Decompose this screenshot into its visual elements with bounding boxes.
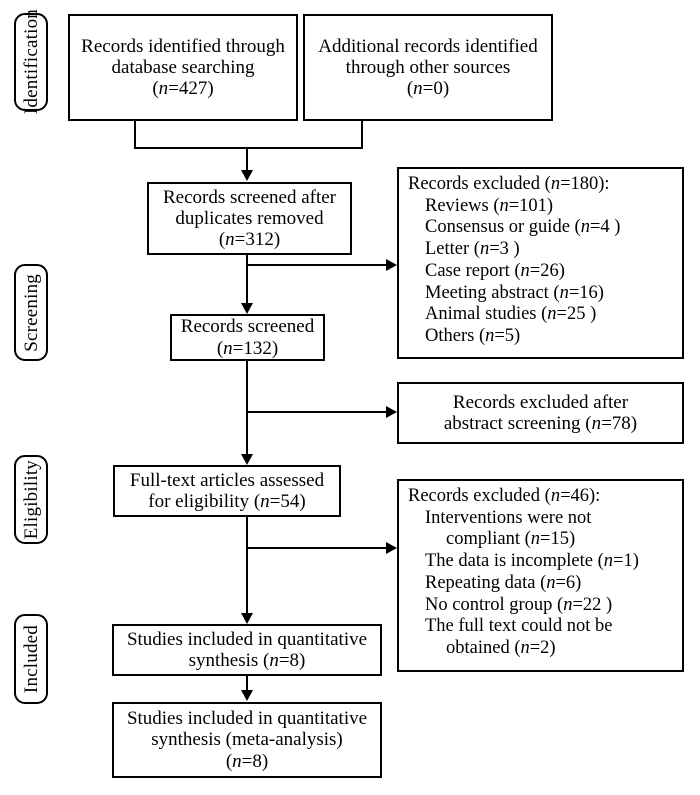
arrow-to-studies-included (241, 613, 253, 624)
box-count: (n=8) (225, 750, 269, 772)
box-line: Studies included in quantitative (126, 708, 368, 730)
excluded-screening-item: Reviews (n=101) (425, 195, 554, 216)
box-records-excluded-screening: Records excluded (n=180): Reviews (n=101… (397, 167, 684, 359)
box-line: Records screened after (162, 186, 336, 208)
excluded-screening-item: Consensus or guide (n=4 ) (425, 217, 621, 238)
excluded-screening-header: Records excluded (n=180): (408, 174, 610, 194)
connector-fulltext-down (246, 517, 248, 617)
connector-merge-to-duplicates (246, 147, 248, 172)
stage-label-eligibility-text: Eligibility (20, 459, 42, 540)
excluded-screening-item: Animal studies (n=25 ) (425, 304, 597, 325)
arrow-to-excluded-screening (386, 259, 397, 271)
excluded-screening-item: Letter (n=3 ) (425, 239, 520, 260)
connector-to-excluded-abstract (246, 411, 388, 413)
excluded-fulltext-item: The full text could not be (425, 616, 613, 637)
box-line: Records excluded after (452, 391, 629, 413)
stage-label-eligibility: Eligibility (14, 455, 48, 544)
box-line: abstract screening (n=78) (443, 413, 638, 434)
stage-label-identification-text: Identification (20, 9, 42, 115)
box-line: database searching (111, 56, 255, 78)
arrow-to-records-screened (241, 303, 253, 314)
stage-label-included-text: Included (20, 624, 42, 694)
box-studies-included-meta-analysis: Studies included in quantitative synthes… (112, 702, 382, 778)
stage-label-screening: Screening (14, 264, 48, 361)
box-line: Full-text articles assessed (129, 469, 325, 491)
excluded-fulltext-header: Records excluded (n=46): (408, 486, 601, 506)
stage-label-identification: Identification (14, 9, 48, 115)
box-count: (n=0) (406, 78, 450, 100)
box-line: duplicates removed (175, 207, 324, 229)
box-line: through other sources (345, 56, 511, 78)
stage-label-included: Included (14, 614, 48, 704)
arrow-to-fulltext-assessed (241, 454, 253, 465)
arrow-to-meta-analysis (241, 690, 253, 701)
box-line: Records screened (180, 316, 315, 338)
excluded-fulltext-item: No control group (n=22 ) (425, 594, 613, 615)
connector-screened-down (246, 361, 248, 458)
box-records-identified-other: Additional records identified through ot… (303, 14, 553, 121)
box-line: synthesis (n=8) (188, 650, 306, 671)
connector-merge-horizontal (134, 147, 363, 149)
box-line: Additional records identified (318, 35, 538, 57)
box-count: (n=312) (218, 229, 281, 251)
stage-label-screening-text: Screening (20, 273, 42, 352)
excluded-fulltext-item: The data is incomplete (n=1) (425, 551, 639, 572)
excluded-fulltext-item: Interventions were not (425, 507, 592, 528)
excluded-fulltext-item: compliant (n=15) (446, 529, 576, 550)
arrow-to-excluded-fulltext (386, 542, 397, 554)
box-line: synthesis (meta-analysis) (151, 729, 343, 751)
connector-to-excluded-screening (246, 264, 388, 266)
excluded-screening-item: Others (n=5) (425, 326, 521, 347)
connector-other-down (361, 121, 363, 148)
box-records-screened: Records screened (n=132) (170, 314, 325, 361)
connector-to-excluded-fulltext (246, 547, 388, 549)
connector-database-down (134, 121, 136, 148)
box-count: (n=427) (152, 78, 214, 100)
excluded-fulltext-item: Repeating data (n=6) (425, 572, 582, 593)
excluded-screening-item: Meeting abstract (n=16) (425, 282, 604, 303)
arrow-to-duplicates-removed (241, 170, 253, 181)
box-line: Records identified through (81, 35, 285, 57)
box-line: for eligibility (n=54) (148, 491, 306, 512)
excluded-screening-item: Case report (n=26) (425, 260, 565, 281)
box-count: (n=132) (216, 337, 279, 359)
box-records-identified-database: Records identified through database sear… (68, 14, 298, 121)
box-studies-included-quantitative: Studies included in quantitative synthes… (112, 624, 382, 676)
box-records-excluded-fulltext: Records excluded (n=46): Interventions w… (397, 479, 684, 672)
box-records-excluded-abstract: Records excluded after abstract screenin… (397, 382, 684, 444)
box-records-screened-after-duplicates: Records screened after duplicates remove… (147, 182, 352, 255)
box-fulltext-articles-assessed: Full-text articles assessed for eligibil… (113, 465, 341, 517)
connector-included-down (246, 676, 248, 692)
arrow-to-excluded-abstract (386, 406, 397, 418)
excluded-fulltext-item: obtained (n=2) (446, 638, 556, 659)
connector-duplicates-down (246, 255, 248, 307)
box-line: Studies included in quantitative (126, 628, 368, 650)
